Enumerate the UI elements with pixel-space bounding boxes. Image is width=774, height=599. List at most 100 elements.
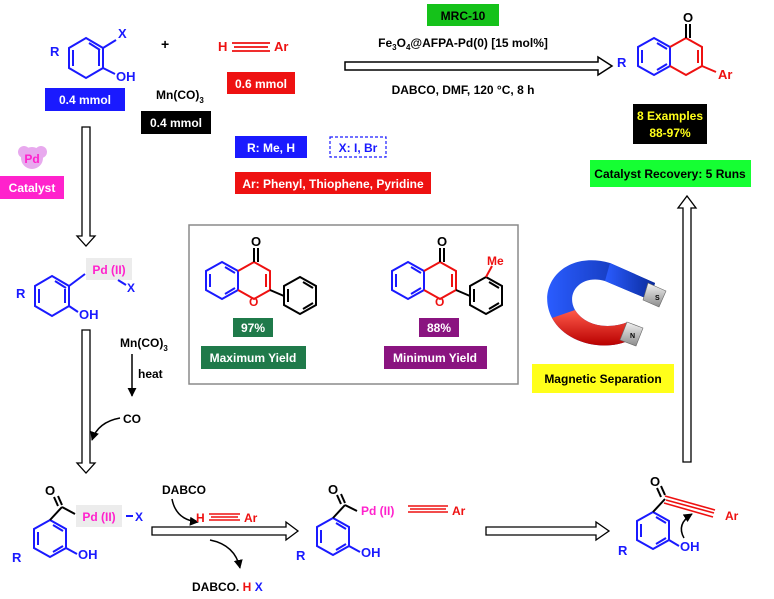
flavone-max-ring-o: O — [249, 295, 258, 309]
pole-n: N — [630, 333, 635, 340]
methyl-label: Me — [487, 254, 504, 268]
catalyst-text: Fe3O4@AFPA-Pd(0) [15 mol%] — [378, 36, 548, 52]
acyl-pd-structure — [33, 495, 78, 559]
pd-label: Pd — [24, 152, 39, 166]
down-arrow-2 — [75, 329, 97, 474]
magnet-icon — [547, 260, 667, 347]
r-groups: R: Me, H — [247, 141, 295, 155]
pd2-label-1: Pd (II) — [92, 263, 125, 277]
bottom-alkyne-bond — [209, 513, 240, 521]
aryl-pd-structure — [34, 273, 86, 318]
min-yield-label: Minimum Yield — [393, 351, 477, 365]
code-label: MRC-10 — [441, 9, 486, 23]
pd-x-label: X — [127, 281, 135, 295]
product-r: R — [617, 55, 627, 70]
mn-amount-badge — [141, 111, 211, 134]
ar-groups-badge — [235, 172, 431, 194]
phenol-oh-label: OH — [116, 69, 136, 84]
max-yield-value-badge — [233, 318, 273, 337]
ynone-oh: OH — [680, 539, 700, 554]
recovery-badge — [590, 160, 751, 187]
ar-groups: Ar: Phenyl, Thiophene, Pyridine — [242, 177, 424, 191]
phenol-x-label: X — [118, 26, 127, 41]
bottom-arrow-1 — [151, 520, 300, 542]
min-yield-value-badge — [419, 318, 459, 337]
down-arrow-1 — [75, 126, 97, 247]
byproduct: DABCO. H X — [192, 580, 263, 594]
conditions-text: DABCO, DMF, 120 °C, 8 h — [392, 83, 535, 97]
ynone-structure — [636, 485, 680, 551]
co-label: CO — [123, 412, 141, 426]
examples-badge — [633, 104, 707, 144]
catalyst-label: Catalyst — [9, 181, 56, 195]
phenol-amount: 0.4 mmol — [59, 93, 111, 107]
acyl-o: O — [45, 483, 55, 498]
flavone-max-carbonyl: O — [251, 234, 261, 249]
flavone-min-ring-o: O — [435, 295, 444, 309]
main-reaction-arrow — [344, 55, 614, 77]
acyl-r: R — [12, 550, 22, 565]
pd2-label-2: Pd (II) — [82, 510, 115, 524]
bottom-alkyne-ar: Ar — [244, 511, 258, 525]
product-carbonyl-o: O — [683, 10, 693, 25]
x-groups: X: I, Br — [339, 141, 378, 155]
pd2-label-3: Pd (II) — [361, 504, 394, 518]
product-ar: Ar — [718, 67, 732, 82]
mnco3-step: Mn(CO)3 — [120, 336, 168, 353]
alkyne-amount-badge — [227, 72, 295, 94]
bottom-alkyne-h: H — [196, 511, 205, 525]
aryl-r-label: R — [16, 286, 26, 301]
dabco-reagent: DABCO — [162, 483, 206, 497]
recovery-text: Catalyst Recovery: 5 Runs — [594, 167, 746, 181]
alkynyl-ar: Ar — [452, 504, 466, 518]
magnetic-separation-badge — [532, 364, 674, 393]
phenol-amount-badge — [45, 88, 125, 111]
alkynyl-pd-structure — [316, 493, 361, 557]
ynone-ar: Ar — [725, 509, 739, 523]
flavone-max-structure — [205, 248, 317, 316]
alkyne-h: H — [218, 39, 227, 54]
ynone-o: O — [650, 474, 660, 489]
alkyne-amount: 0.6 mmol — [235, 77, 287, 91]
min-yield-badge — [384, 346, 487, 369]
mnco3-reagent: Mn(CO)3 — [156, 88, 204, 105]
flavone-min-carbonyl: O — [437, 234, 447, 249]
pole-s: S — [655, 295, 660, 302]
product-chromone-structure — [637, 24, 717, 77]
alkynyl-acyl-o: O — [328, 482, 338, 497]
mn-amount: 0.4 mmol — [150, 116, 202, 130]
r-groups-badge — [235, 136, 307, 158]
cyclization-arrow — [680, 513, 693, 539]
max-yield-value: 97% — [241, 321, 265, 335]
examples-count: 8 Examples — [637, 109, 703, 123]
x-groups-badge — [329, 136, 387, 158]
bottom-arrow-2 — [485, 520, 611, 542]
byproduct-out-arrow — [209, 539, 243, 569]
code-badge — [427, 4, 499, 26]
aryl-oh-label: OH — [79, 307, 99, 322]
acyl-oh: OH — [78, 547, 98, 562]
magnetic-separation-label: Magnetic Separation — [544, 372, 661, 386]
alkyne-ar: Ar — [274, 39, 288, 54]
plus-sign: + — [161, 36, 169, 52]
ynone-alkyne — [663, 495, 716, 518]
max-yield-label: Maximum Yield — [210, 351, 297, 365]
max-yield-badge — [201, 346, 306, 369]
halophenol-structure — [68, 36, 117, 80]
acyl-pd-x: X — [135, 510, 143, 524]
recovery-up-arrow — [676, 194, 698, 463]
alkynyl-r: R — [296, 548, 306, 563]
dabco-in-arrow — [171, 498, 199, 526]
heat-label: heat — [138, 367, 163, 381]
yield-range: 88-97% — [649, 126, 691, 140]
alkynyl-bond — [408, 505, 448, 513]
alkynyl-oh: OH — [361, 545, 381, 560]
phenol-r-label: R — [50, 44, 60, 59]
catalyst-badge — [0, 176, 64, 199]
ynone-r: R — [618, 543, 628, 558]
co-insertion-arrow — [90, 417, 121, 441]
alkyne-triple-bond — [232, 42, 270, 52]
min-yield-value: 88% — [427, 321, 451, 335]
flavone-min-structure — [391, 248, 503, 316]
